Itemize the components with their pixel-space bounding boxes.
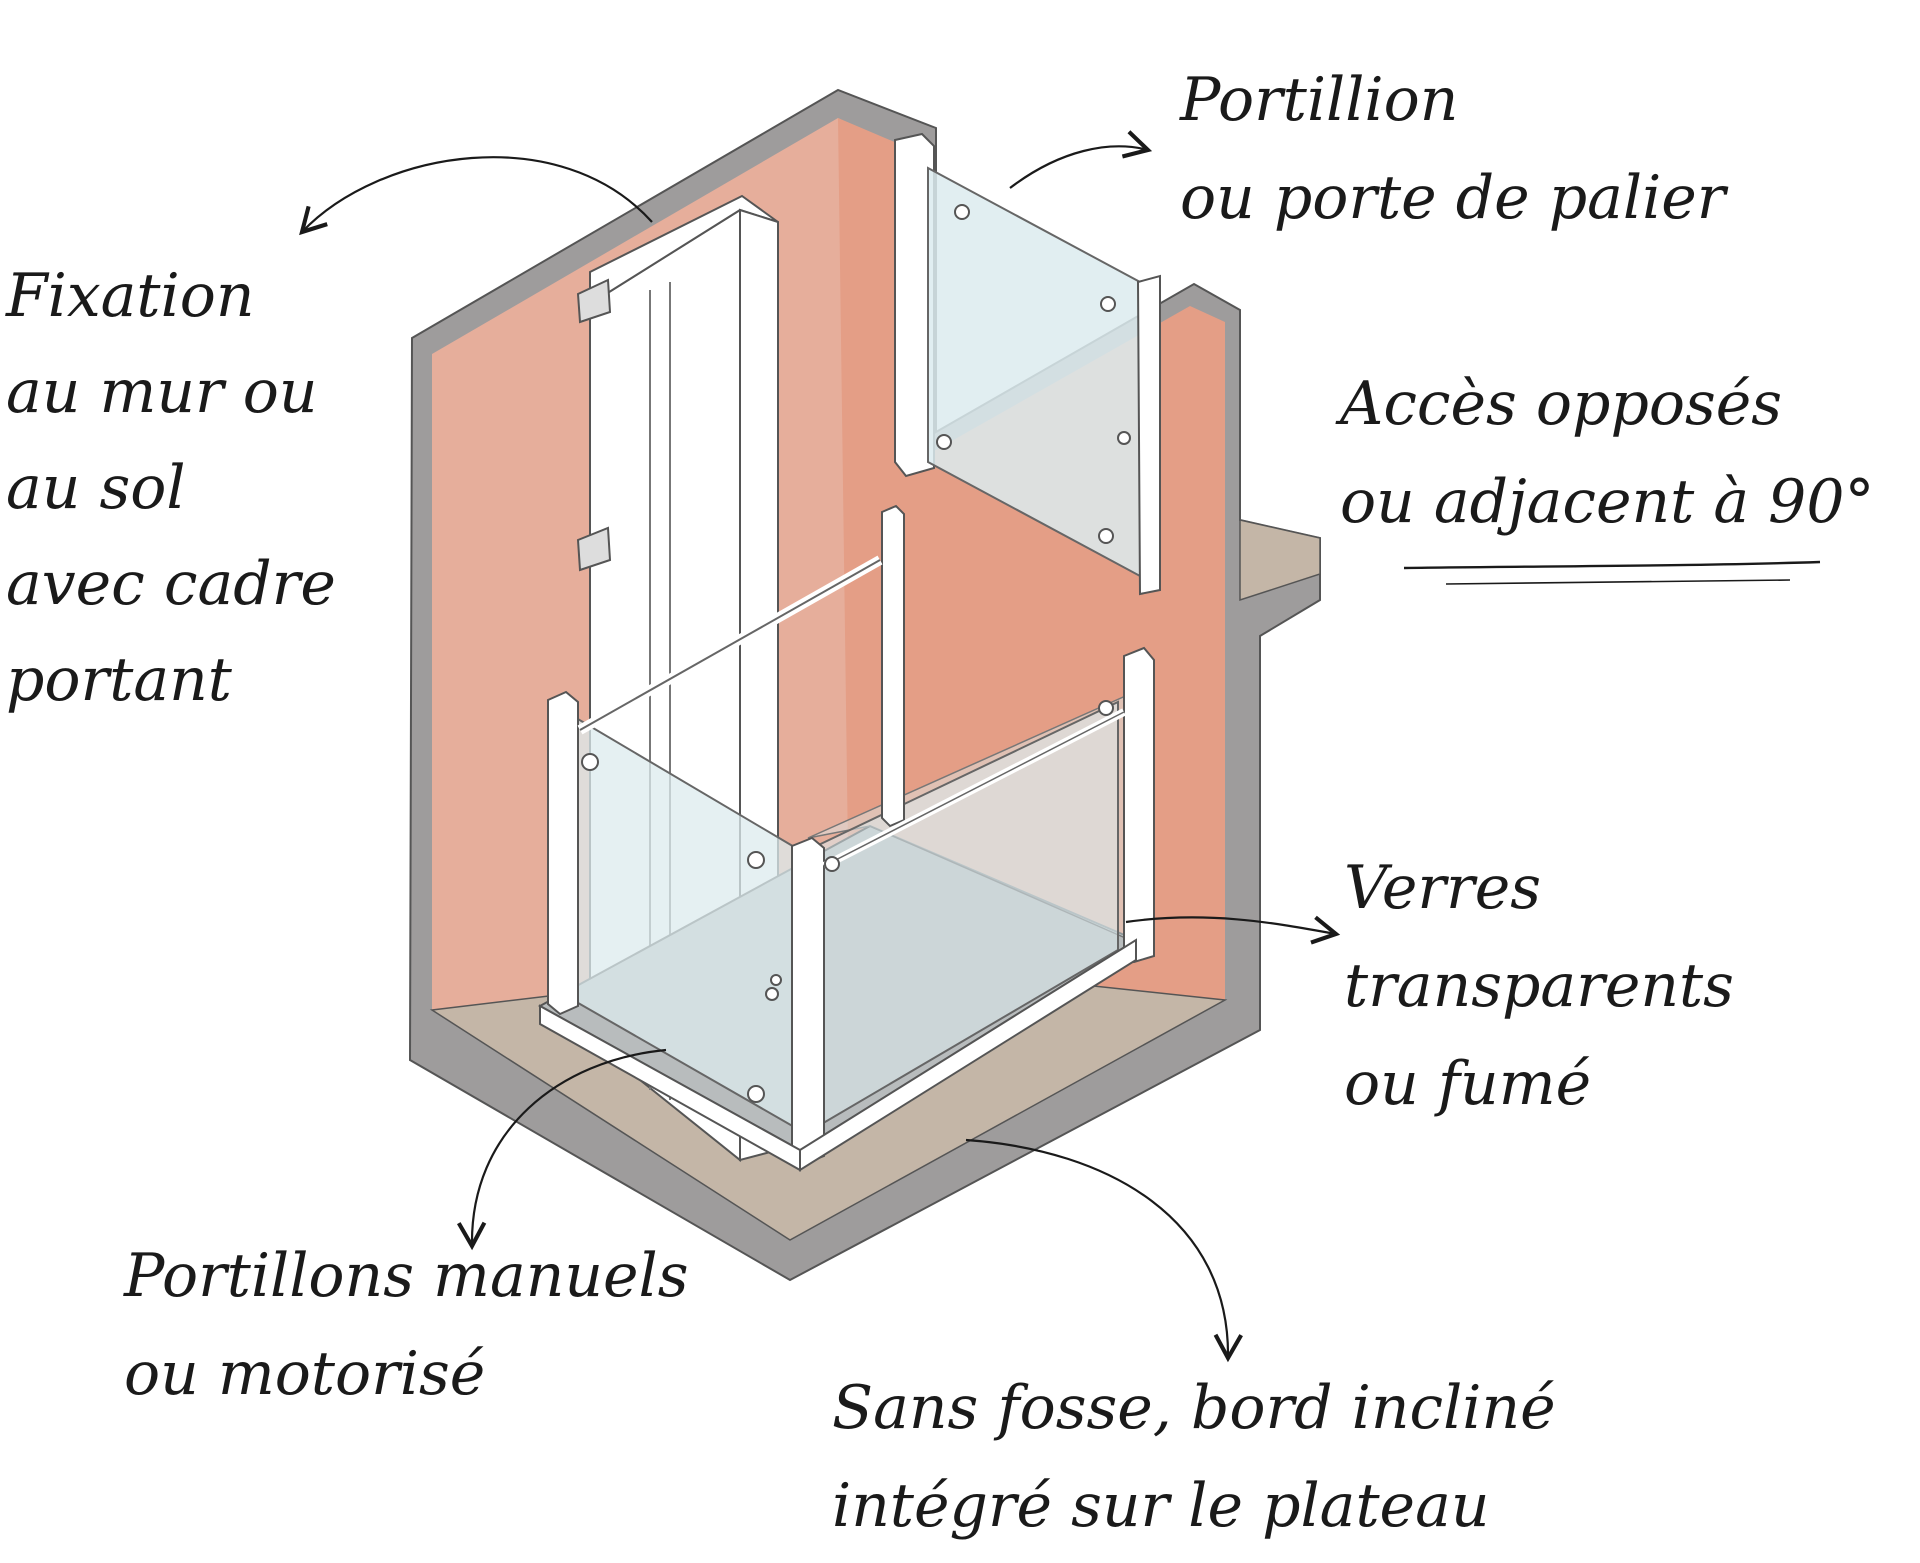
landing xyxy=(1239,519,1321,602)
landing-gate xyxy=(894,132,1161,596)
svg-text:transparents: transparents xyxy=(1344,951,1734,1021)
svg-text:Portillion: Portillion xyxy=(1179,65,1458,135)
label-verres-line-2: transparents xyxy=(1344,951,1734,1021)
svg-text:au sol: au sol xyxy=(6,453,186,523)
post-front-right xyxy=(1123,646,1155,964)
label-portillons-line-1: Portillons manuels xyxy=(123,1241,689,1311)
platform-skirt-right xyxy=(799,938,1137,1172)
label-sans-fosse: Sans fosse, bord incliné intégré sur le … xyxy=(832,1373,1556,1541)
gate-frame-right xyxy=(1136,274,1161,596)
svg-text:avec cadre: avec cadre xyxy=(6,549,336,619)
svg-text:Fixation: Fixation xyxy=(5,261,255,331)
svg-text:au mur ou: au mur ou xyxy=(6,357,318,427)
svg-text:Portillons manuels: Portillons manuels xyxy=(123,1241,689,1311)
arrow-sans-fosse-icon xyxy=(965,1138,1243,1363)
wall-bracket-bottom-icon xyxy=(576,526,612,572)
arrow-fixation-icon xyxy=(299,156,653,236)
gate-post xyxy=(894,132,935,478)
svg-text:portant: portant xyxy=(6,645,233,715)
arrow-portillons-icon xyxy=(457,1048,667,1251)
svg-text:intégré sur le plateau: intégré sur le plateau xyxy=(832,1471,1489,1541)
svg-text:ou porte de palier: ou porte de palier xyxy=(1180,163,1729,233)
label-fixation-line-1: Fixation xyxy=(5,261,255,331)
svg-text:Accès opposés: Accès opposés xyxy=(1335,369,1782,439)
label-portillion-line-2: ou porte de palier xyxy=(1180,163,1729,233)
arrow-portillion-icon xyxy=(1009,130,1153,189)
label-acces-line-1: Accès opposés xyxy=(1335,369,1782,439)
label-portillons: Portillons manuels ou motorisé xyxy=(123,1241,689,1409)
wall-bracket-top-icon xyxy=(576,278,612,324)
label-sans-fosse-line-2: intégré sur le plateau xyxy=(832,1471,1489,1541)
label-verres-line-1: Verres xyxy=(1344,853,1541,923)
svg-text:ou adjacent à 90°: ou adjacent à 90° xyxy=(1340,467,1875,537)
label-portillion-line-1: Portillion xyxy=(1179,65,1458,135)
arrow-verres-icon xyxy=(1125,915,1341,945)
post-front-corner xyxy=(791,836,825,1166)
label-portillons-line-2: ou motorisé xyxy=(124,1339,485,1409)
label-acces-line-2: ou adjacent à 90° xyxy=(1340,467,1875,537)
post-back-left xyxy=(547,690,579,1016)
annotation-arrows xyxy=(299,130,1821,1363)
label-portillion: Portillion ou porte de palier xyxy=(1179,65,1729,233)
svg-text:Sans fosse, bord incliné: Sans fosse, bord incliné xyxy=(832,1373,1556,1443)
label-fixation-line-2: au mur ou xyxy=(6,357,318,427)
label-acces: Accès opposés ou adjacent à 90° xyxy=(1335,369,1875,537)
label-verres-line-3: ou fumé xyxy=(1344,1049,1591,1119)
post-back-right xyxy=(881,504,905,828)
label-fixation-line-5: portant xyxy=(6,645,233,715)
svg-text:Verres: Verres xyxy=(1344,853,1541,923)
label-sans-fosse-line-1: Sans fosse, bord incliné xyxy=(832,1373,1556,1443)
label-fixation-line-3: au sol xyxy=(6,453,186,523)
svg-text:ou fumé: ou fumé xyxy=(1344,1049,1591,1119)
svg-text:ou motorisé: ou motorisé xyxy=(124,1339,485,1409)
platform-car xyxy=(537,504,1155,1172)
label-fixation: Fixation au mur ou au sol avec cadre por… xyxy=(5,261,336,715)
label-fixation-line-4: avec cadre xyxy=(6,549,336,619)
acces-underline xyxy=(1403,560,1821,570)
label-verres: Verres transparents ou fumé xyxy=(1344,853,1734,1119)
